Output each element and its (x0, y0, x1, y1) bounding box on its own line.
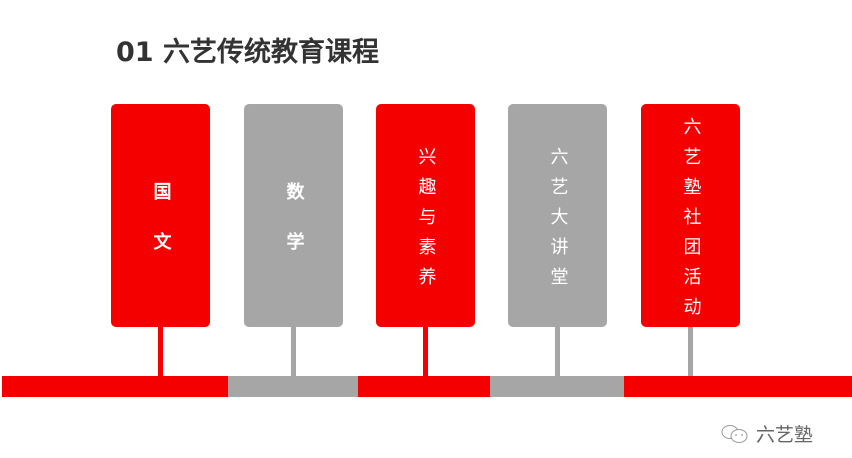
course-card-interest: 兴趣与素养 (376, 104, 475, 327)
watermark: 六艺塾 (720, 420, 813, 447)
card-connector (423, 327, 428, 376)
course-card-club: 六艺塾社团活动 (641, 104, 740, 327)
card-connector (291, 327, 296, 376)
course-card-guowen: 国文 (111, 104, 210, 327)
course-card-label: 六艺大讲堂 (547, 146, 569, 297)
timeline-segment (490, 376, 624, 397)
card-connector (158, 327, 163, 376)
watermark-text: 六艺塾 (756, 424, 814, 446)
timeline-segment (624, 376, 852, 397)
course-card-math: 数学 (244, 104, 343, 327)
course-card-label: 六艺塾社团活动 (680, 116, 702, 327)
course-card-label: 数学 (283, 181, 305, 282)
card-connector (555, 327, 560, 376)
timeline-segment (2, 376, 228, 397)
card-connector (688, 327, 693, 376)
timeline-segment (358, 376, 490, 397)
course-card-lecture: 六艺大讲堂 (508, 104, 607, 327)
timeline-segment (228, 376, 358, 397)
page-title: 01 六艺传统教育课程 (116, 37, 379, 68)
wechat-icon (721, 424, 748, 443)
course-card-label: 国文 (150, 181, 172, 282)
course-card-label: 兴趣与素养 (415, 146, 437, 297)
